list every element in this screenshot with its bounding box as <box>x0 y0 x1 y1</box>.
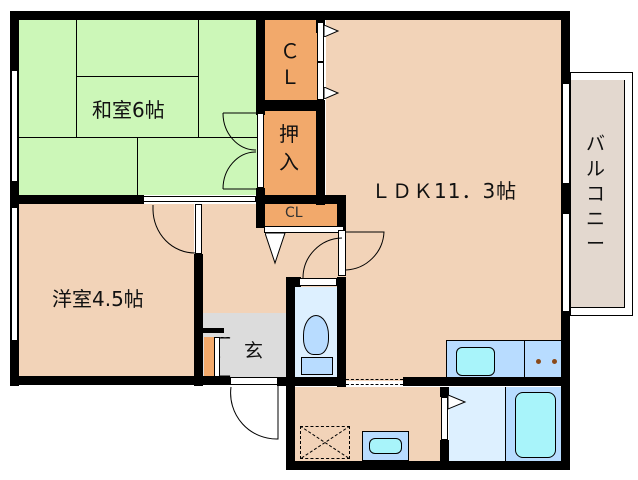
label-balcony: バルコニー <box>586 133 606 255</box>
window-washitsu-left[interactable] <box>11 70 18 182</box>
yoshitsu-door[interactable] <box>195 204 202 254</box>
closet-oshiire <box>264 111 317 195</box>
burner-icon <box>552 359 557 364</box>
entrance-door[interactable] <box>230 377 278 385</box>
closet-door[interactable] <box>317 62 324 100</box>
tatami-line <box>198 19 199 138</box>
balcony <box>571 80 625 308</box>
wall <box>256 100 325 111</box>
label-oshiire: 押入 <box>279 122 299 174</box>
opening-dashed <box>346 379 403 385</box>
door-swing-icon <box>152 205 196 254</box>
tatami-line <box>137 137 138 195</box>
wall <box>337 195 346 230</box>
closet-door-arrow-icon <box>265 233 286 265</box>
washing-machine-space <box>300 426 350 459</box>
closet-mid <box>265 204 337 226</box>
label-closet-mid: CL <box>285 205 303 221</box>
wall <box>256 188 265 228</box>
wash-basin-bowl-icon <box>369 438 402 454</box>
window-ldk-balcony-lower[interactable] <box>562 213 570 312</box>
wall <box>286 461 570 470</box>
toilet-tank-icon <box>301 357 333 375</box>
closet-door[interactable] <box>317 22 324 62</box>
label-ldk: ＬＤＫ11．3帖 <box>371 179 518 203</box>
closet-door-arrow-icon <box>324 87 340 99</box>
wall <box>286 377 295 470</box>
room-ldk <box>326 19 562 381</box>
window-yoshitsu-left[interactable] <box>11 207 18 341</box>
toilet-bowl-icon <box>303 315 329 355</box>
shoe-cabinet <box>204 337 214 377</box>
sliding-door-washitsu[interactable] <box>143 196 256 202</box>
wall <box>337 277 346 387</box>
wall <box>256 195 346 204</box>
door-swing-icon <box>302 231 385 279</box>
label-closet-top: ＣＬ <box>280 39 300 89</box>
window-ldk-balcony-upper[interactable] <box>562 83 570 184</box>
oshiire-door[interactable] <box>257 113 264 188</box>
wall <box>10 376 230 385</box>
wall <box>286 277 295 387</box>
tatami-line <box>18 137 258 138</box>
kitchen-sink-icon <box>456 347 495 376</box>
door-swing-icon <box>220 337 231 377</box>
wall <box>403 377 570 386</box>
wall <box>194 254 203 386</box>
wall <box>202 328 224 333</box>
wall <box>286 277 301 287</box>
wall <box>256 11 265 115</box>
washing-machine-x-icon <box>300 426 350 459</box>
bathroom-door[interactable] <box>441 397 448 440</box>
wall <box>440 387 449 397</box>
wall <box>440 440 449 462</box>
closet-mid-door[interactable] <box>264 226 344 233</box>
toilet-door[interactable] <box>299 278 337 286</box>
closet-door-arrow-icon <box>448 394 467 410</box>
wall <box>10 195 144 204</box>
wall <box>10 11 570 20</box>
tatami-line <box>76 76 199 77</box>
closet-door-arrow-icon <box>324 25 340 37</box>
tatami-line <box>76 19 77 138</box>
wall <box>277 377 346 386</box>
bathtub-icon <box>515 392 556 458</box>
label-washitsu: 和室6帖 <box>92 98 165 122</box>
room-washitsu <box>18 19 258 195</box>
burner-icon <box>536 359 541 364</box>
door-swing-icon <box>222 112 257 190</box>
label-genkan: 玄 <box>244 340 264 362</box>
wall <box>561 377 570 470</box>
closet-top <box>264 19 317 100</box>
wall <box>316 100 325 205</box>
label-yoshitsu: 洋室4.5帖 <box>52 287 144 311</box>
room-yoshitsu <box>18 204 194 376</box>
door-swing-icon <box>230 385 279 440</box>
wall <box>561 11 570 391</box>
ldk-door[interactable] <box>338 230 346 276</box>
